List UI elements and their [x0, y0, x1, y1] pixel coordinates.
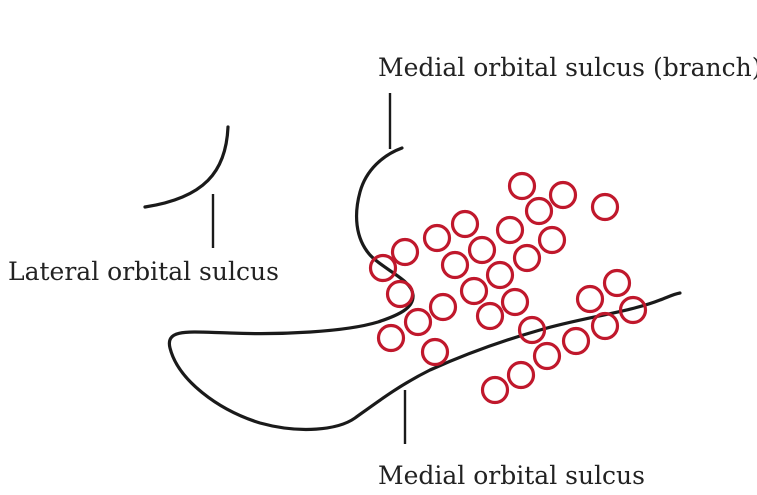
- marker-circle: [593, 195, 618, 220]
- marker-circle: [578, 287, 603, 312]
- medial-branch-label: Medial orbital sulcus (branch): [378, 53, 757, 82]
- marker-circle: [425, 226, 450, 251]
- marker-circle: [510, 174, 535, 199]
- marker-circle: [515, 246, 540, 271]
- marker-circle: [540, 228, 565, 253]
- marker-circle: [393, 240, 418, 265]
- marker-circle: [462, 279, 487, 304]
- marker-circle: [527, 199, 552, 224]
- medial-orbital-sulcus-line: [169, 148, 680, 429]
- medial-label: Medial orbital sulcus: [378, 461, 645, 490]
- marker-circle: [488, 263, 513, 288]
- marker-cluster: [371, 174, 646, 403]
- marker-circle: [388, 282, 413, 307]
- lateral-orbital-sulcus-line: [145, 127, 228, 207]
- marker-circle: [564, 329, 589, 354]
- marker-circle: [406, 310, 431, 335]
- marker-circle: [605, 271, 630, 296]
- marker-circle: [453, 212, 478, 237]
- marker-circle: [423, 340, 448, 365]
- marker-circle: [371, 256, 396, 281]
- marker-circle: [431, 295, 456, 320]
- marker-circle: [535, 344, 560, 369]
- marker-circle: [509, 363, 534, 388]
- marker-circle: [593, 314, 618, 339]
- marker-circle: [443, 253, 468, 278]
- marker-circle: [483, 378, 508, 403]
- marker-circle: [478, 304, 503, 329]
- marker-circle: [503, 290, 528, 315]
- marker-circle: [379, 326, 404, 351]
- marker-circle: [470, 238, 495, 263]
- marker-circle: [551, 183, 576, 208]
- marker-circle: [498, 218, 523, 243]
- lateral-label: Lateral orbital sulcus: [8, 257, 279, 286]
